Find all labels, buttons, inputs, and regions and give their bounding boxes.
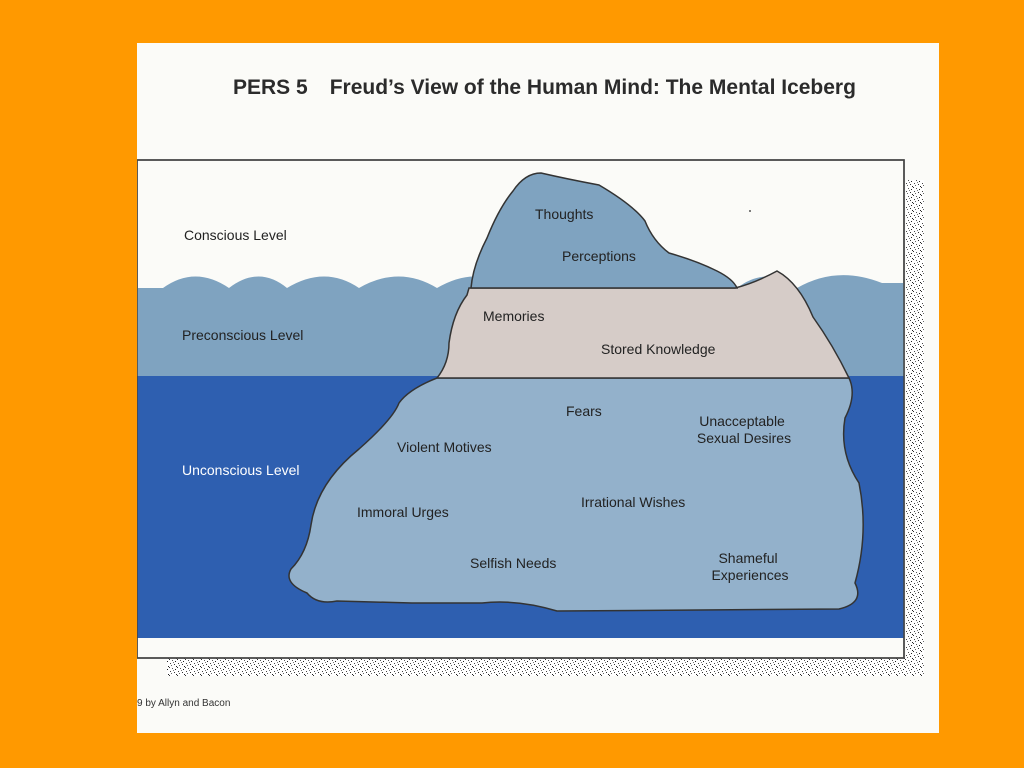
iceberg-preconscious [435, 270, 851, 379]
item-irrational-wishes: Irrational Wishes [581, 494, 685, 510]
diagram-frame [137, 159, 905, 659]
item-immoral-urges: Immoral Urges [357, 504, 449, 520]
title-code: PERS 5 [233, 76, 308, 99]
item-unacceptable-line1: Unacceptable [699, 413, 785, 429]
item-fears: Fears [566, 403, 602, 419]
sky-speck [749, 210, 751, 212]
shadow-right [906, 180, 924, 676]
label-conscious-level: Conscious Level [184, 227, 287, 243]
item-unacceptable-sexual-desires: Unacceptable Sexual Desires [697, 413, 791, 446]
slide-title: PERS 5 Freud’s View of the Human Mind: Th… [233, 77, 873, 99]
item-shameful-line2: Experiences [711, 567, 788, 583]
item-thoughts: Thoughts [535, 206, 593, 222]
item-shameful-experiences: Shameful Experiences [711, 550, 788, 583]
item-stored-knowledge: Stored Knowledge [601, 341, 716, 357]
item-memories: Memories [483, 308, 544, 324]
item-shameful-line1: Shameful [718, 550, 777, 566]
copyright-credit: 9 by Allyn and Bacon [137, 698, 231, 709]
label-preconscious-level: Preconscious Level [182, 327, 303, 343]
slide: PERS 5 Freud’s View of the Human Mind: Th… [137, 43, 939, 733]
title-text: Freud’s View of the Human Mind: The Ment… [329, 76, 856, 99]
item-unacceptable-line2: Sexual Desires [697, 430, 791, 446]
item-selfish-needs: Selfish Needs [470, 555, 556, 571]
iceberg-diagram: Conscious Level Preconscious Level Uncon… [137, 159, 924, 676]
item-perceptions: Perceptions [562, 248, 636, 264]
shadow-bottom [167, 658, 924, 676]
item-violent-motives: Violent Motives [397, 439, 492, 455]
label-unconscious-level: Unconscious Level [182, 462, 300, 478]
iceberg-unconscious [288, 377, 864, 612]
iceberg-conscious [470, 172, 739, 289]
